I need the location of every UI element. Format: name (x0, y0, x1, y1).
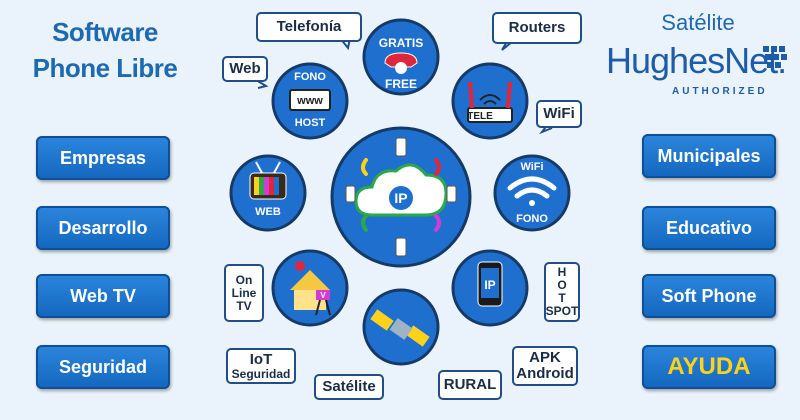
free-label: FREE (385, 77, 417, 91)
menu-button-web-tv[interactable]: Web TV (36, 274, 170, 318)
wifi-fono-label: FONO (516, 213, 548, 225)
menu-button-soft-phone[interactable]: Soft Phone (642, 274, 776, 318)
hotspot-spot: SPOT (545, 304, 579, 318)
hotspot-letter-h: H (557, 265, 567, 279)
callout-online-tv[interactable]: On Line TV (224, 264, 264, 322)
fono-label: FONO (294, 71, 326, 83)
title-line-1: Software (52, 17, 158, 47)
hughesnet-grid-icon (763, 46, 787, 68)
web-label: WEB (255, 206, 281, 218)
menu-button-desarrollo[interactable]: Desarrollo (36, 206, 170, 250)
host-label: HOST (295, 117, 326, 129)
callout-wifi[interactable]: WiFi (536, 100, 582, 128)
cloud-icon (354, 163, 448, 217)
menu-button-educativo[interactable]: Educativo (642, 206, 776, 250)
menu-button-municipales[interactable]: Municipales (642, 134, 776, 178)
page-title: Software Phone Libre (10, 14, 200, 86)
brand-name: HughesNet. (606, 40, 787, 81)
apk-label: APK (529, 349, 561, 366)
router-icon (467, 81, 513, 123)
online-line-1: On (235, 272, 253, 287)
wifi-node-label: WiFi (520, 161, 543, 173)
hotspot-letter-t: T (558, 291, 566, 305)
hughesnet-logo[interactable]: Satélite HughesNet. AUTHORIZED (606, 10, 790, 100)
menu-button-seguridad[interactable]: Seguridad (36, 345, 170, 389)
online-line-3: TV (236, 298, 252, 313)
help-button[interactable]: AYUDA (642, 345, 776, 389)
callout-satelite[interactable]: Satélite (314, 374, 384, 400)
phone-ring-icons (345, 137, 457, 257)
ip-center-label: IP (394, 190, 407, 206)
wifi-icon (507, 176, 557, 206)
callout-hotspot[interactable]: H O T SPOT (544, 262, 580, 322)
callout-rural[interactable]: RURAL (438, 370, 502, 400)
android-label: Android (516, 365, 574, 382)
iot-label: IoT (249, 350, 273, 368)
tv-icon (249, 161, 287, 200)
ip-phone-label: IP (484, 278, 495, 292)
gratis-label: GRATIS (379, 36, 423, 50)
house-icon (290, 261, 331, 316)
brand-authorized: AUTHORIZED (672, 86, 768, 97)
title-line-2: Phone Libre (32, 53, 178, 83)
callout-web[interactable]: Web (222, 56, 268, 82)
menu-button-empresas[interactable]: Empresas (36, 136, 170, 180)
callout-iot-seguridad[interactable]: IoT Seguridad (226, 348, 296, 384)
callout-telefonia[interactable]: Telefonía (256, 12, 362, 42)
tele-label: TELE (467, 111, 493, 122)
telephone-icon (384, 52, 418, 74)
hotspot-letter-o: O (557, 278, 567, 292)
brand-satellite-label: Satélite (661, 10, 735, 35)
iot-seguridad-label: Seguridad (231, 366, 291, 381)
callout-apk-android[interactable]: APK Android (512, 346, 578, 386)
wifi-fono-node[interactable] (493, 154, 571, 232)
www-label: www (296, 95, 323, 107)
v-label: V (320, 291, 326, 300)
satellite-icon (370, 309, 430, 347)
callout-routers[interactable]: Routers (492, 12, 582, 44)
chip-icon (289, 89, 331, 111)
online-line-2: Line (231, 285, 257, 300)
